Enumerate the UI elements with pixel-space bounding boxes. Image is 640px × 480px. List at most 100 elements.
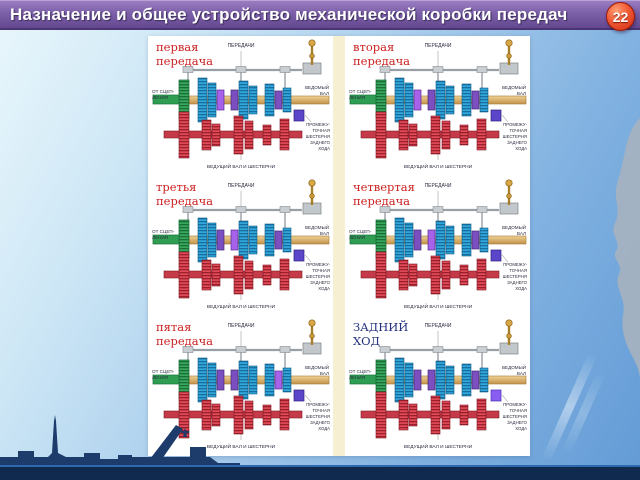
gearbox-diagram: ПЕРЕДАЧИ: [345, 36, 530, 176]
label-driving-shaft: ВЕДУЩИЙ ВАЛ И ШЕСТЕРНИ: [207, 302, 276, 310]
slide-title: Назначение и общее устройство механическ…: [10, 4, 568, 24]
lever-knob: [308, 179, 316, 187]
reverse-idler-gear: [490, 249, 502, 262]
gearbox-schematic: ПЕРЕДАЧИ: [152, 39, 331, 170]
caption-line2: передача: [156, 194, 214, 209]
shift-rail-and-forks: [379, 206, 499, 228]
gear-cluster-3: [264, 363, 292, 397]
label-reverse-idler-1: ПРОМЕЖУ-: [503, 402, 527, 407]
caption-line2: передача: [353, 194, 411, 209]
label-reverse-idler-5: ХОДА: [515, 146, 527, 151]
gearbox-diagram: ПЕРЕДАЧИ: [148, 36, 333, 176]
gear-cluster-1: [394, 77, 414, 123]
gearbox-schematic: ПЕРЕДАЧИ: [349, 319, 528, 450]
synchronizer-2: [230, 229, 239, 251]
gear-cluster-1: [197, 217, 217, 263]
layshaft-gears: [375, 391, 487, 439]
label-reverse-idler-2: ТОЧНАЯ: [312, 128, 330, 133]
label-from-clutch-2: ЛЕНИЯ: [349, 235, 365, 240]
gearbox-schematic: ПЕРЕДАЧИ: [152, 319, 331, 450]
caption-line1: ЗАДНИЙ: [353, 320, 409, 334]
reverse-idler-gear: [490, 109, 502, 122]
reverse-idler-pointer: [501, 394, 509, 403]
label-reverse-idler-2: ТОЧНАЯ: [312, 408, 330, 413]
layshaft: [360, 270, 500, 279]
lever-knob: [505, 39, 513, 47]
label-from-clutch-1: ОТ СЦЕП-: [152, 369, 175, 374]
label-from-clutch-2: ЛЕНИЯ: [152, 235, 168, 240]
label-from-clutch-2: ЛЕНИЯ: [349, 95, 365, 100]
label-reverse-idler-2: ТОЧНАЯ: [509, 408, 527, 413]
synchronizer-1: [216, 369, 225, 391]
caption-line2: передача: [156, 334, 214, 349]
reverse-idler-gear: [490, 389, 502, 402]
slide-number-badge: 22: [606, 2, 635, 31]
label-reverse-idler-5: ХОДА: [515, 426, 527, 431]
reverse-idler-pointer: [304, 114, 312, 123]
label-reverse-idler-4: ЗАДНЕГО: [310, 140, 331, 145]
reverse-idler-pointer: [501, 254, 509, 263]
column-divider: [333, 176, 345, 316]
gear-cluster-1: [394, 357, 414, 403]
synchronizer-1: [216, 229, 225, 251]
gear-shift-lever: [499, 319, 519, 355]
label-from-clutch-1: ОТ СЦЕП-: [152, 89, 175, 94]
label-driven-shaft-1: ВЕДОМЫЙ: [502, 223, 526, 230]
label-from-clutch-1: ОТ СЦЕП-: [152, 229, 175, 234]
layshaft: [360, 410, 500, 419]
label-reverse-idler-3: ШЕСТЕРНЯ: [306, 274, 330, 279]
label-reverse-idler-2: ТОЧНАЯ: [509, 128, 527, 133]
synchronizer-3: [274, 230, 283, 250]
gear-shift-lever: [499, 179, 519, 215]
label-driving-shaft: ВЕДУЩИЙ ВАЛ И ШЕСТЕРНИ: [404, 442, 473, 450]
label-driving-shaft: ВЕДУЩИЙ ВАЛ И ШЕСТЕРНИ: [207, 162, 276, 170]
caption-line1: вторая: [353, 40, 395, 54]
layshaft-gears: [178, 111, 290, 159]
gear-cluster-3: [461, 83, 489, 117]
lever-knob: [308, 39, 316, 47]
slide-title-bar: Назначение и общее устройство механическ…: [0, 0, 640, 30]
label-reverse-idler-2: ТОЧНАЯ: [312, 268, 330, 273]
gearbox-schematic: ПЕРЕДАЧИ: [349, 39, 528, 170]
layshaft: [163, 270, 303, 279]
label-from-clutch-1: ОТ СЦЕП-: [349, 89, 372, 94]
label-reverse-idler-3: ШЕСТЕРНЯ: [306, 134, 330, 139]
label-from-clutch-2: ЛЕНИЯ: [152, 375, 168, 380]
gear-cluster-3: [264, 83, 292, 117]
gearbox-schematic: ПЕРЕДАЧИ: [349, 179, 528, 310]
synchronizer-2: [427, 89, 436, 111]
layshaft-gears: [178, 391, 290, 439]
label-reverse-idler-5: ХОДА: [318, 146, 330, 151]
layshaft-gears: [375, 111, 487, 159]
synchronizer-3: [274, 370, 283, 390]
gear-shift-lever: [499, 39, 519, 75]
slide-number: 22: [612, 8, 629, 25]
reverse-idler-gear: [293, 389, 305, 402]
reverse-idler-pointer: [501, 114, 509, 123]
synchronizer-2: [230, 369, 239, 391]
caption-line2: ХОД: [353, 334, 380, 349]
gear-cluster-1: [197, 77, 217, 123]
label-driven-shaft-1: ВЕДОМЫЙ: [305, 363, 329, 370]
synchronizer-2: [230, 89, 239, 111]
synchronizer-3: [471, 370, 480, 390]
gear-cluster-3: [461, 363, 489, 397]
label-driving-shaft: ВЕДУЩИЙ ВАЛ И ШЕСТЕРНИ: [404, 162, 473, 170]
synchronizer-2: [427, 229, 436, 251]
label-reverse-idler-1: ПРОМЕЖУ-: [503, 262, 527, 267]
gear-cluster-1: [394, 217, 414, 263]
synchronizer-1: [413, 369, 422, 391]
reverse-idler-pointer: [304, 254, 312, 263]
label-from-clutch-1: ОТ СЦЕП-: [349, 229, 372, 234]
gear-shift-lever: [302, 319, 322, 355]
shift-rail-and-forks: [379, 66, 499, 88]
label-driven-shaft-2: ВАЛ: [320, 91, 329, 96]
label-reverse-idler-3: ШЕСТЕРНЯ: [503, 414, 527, 419]
